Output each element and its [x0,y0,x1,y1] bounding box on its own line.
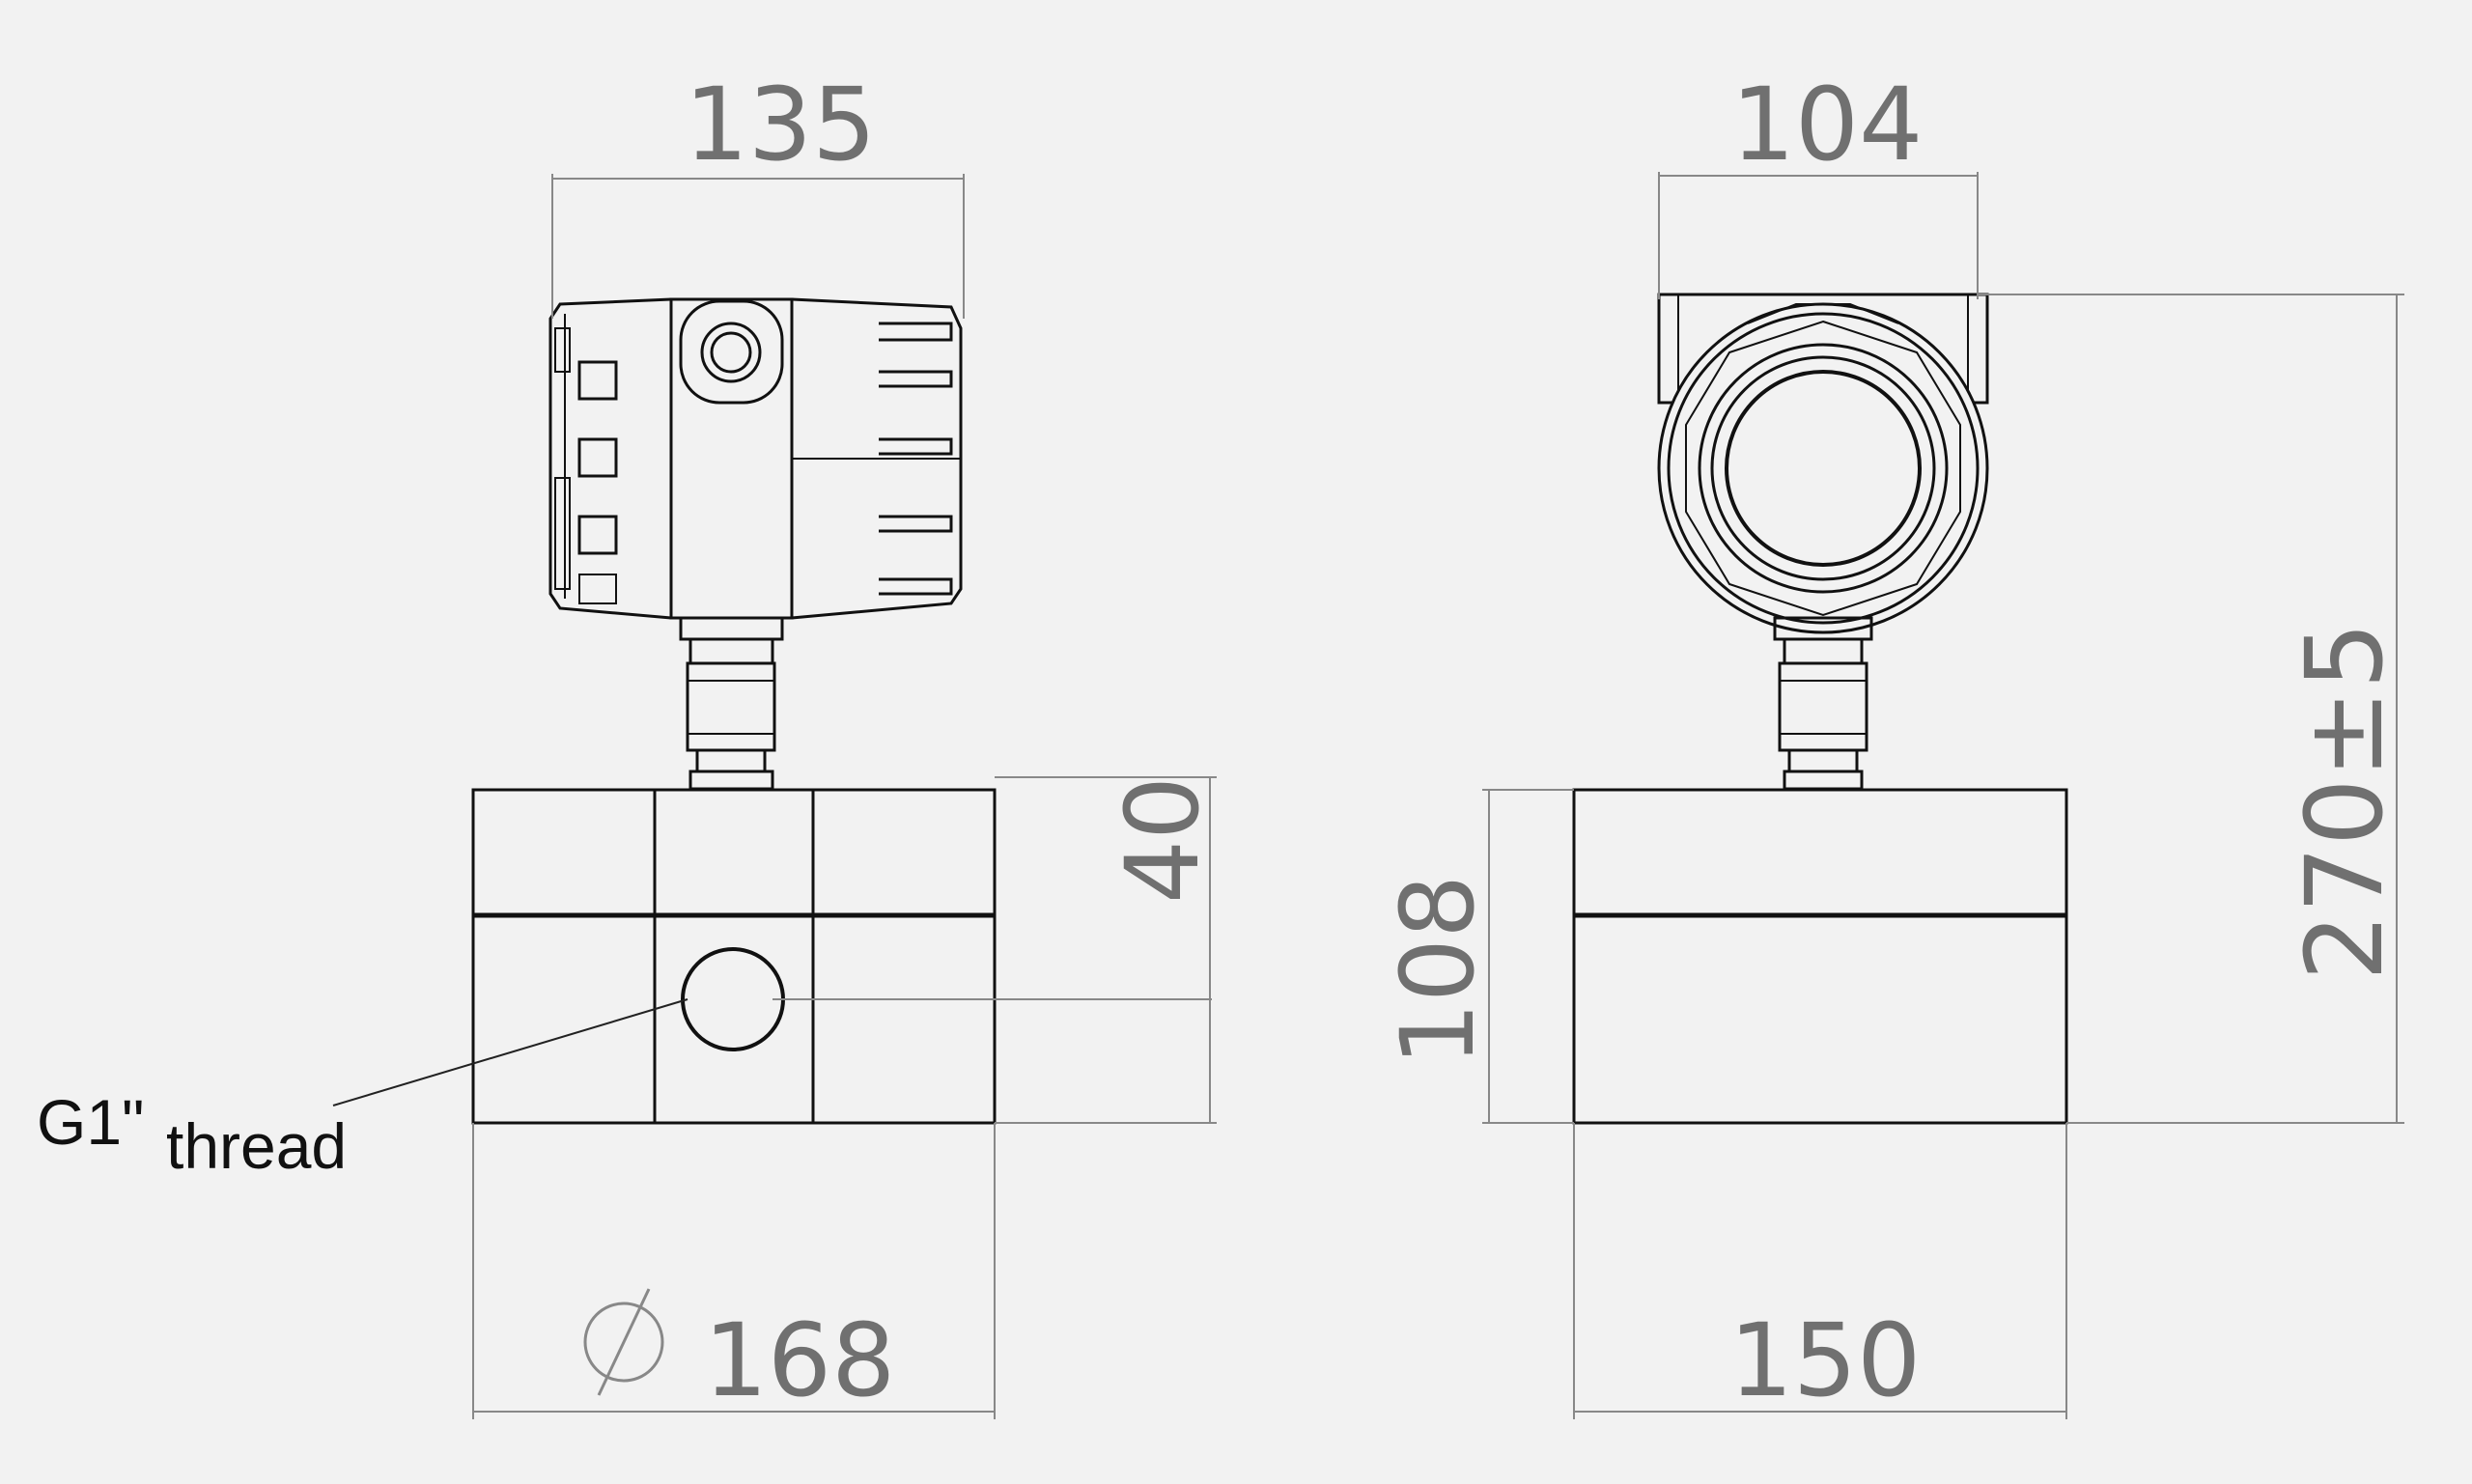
dim-body-height: 108 [1379,875,1497,1067]
dim-pipe-diameter: 168 [704,1302,896,1419]
dim-front-width: 104 [1731,66,1924,183]
side-neck [679,616,784,791]
front-dimensions [1482,172,2404,1419]
side-body [471,788,997,1125]
dim-thread-height: 40 [1104,776,1222,904]
dim-total-height: 270±5 [2283,622,2406,981]
thread-port [681,947,785,1051]
side-dimensions [332,174,1217,1419]
front-view [1572,293,2068,1125]
front-body [1572,788,2068,1125]
diameter-symbol-icon [583,1288,664,1396]
side-housing [548,297,963,620]
thread-label-main: G1" [37,1086,144,1158]
dim-body-width: 150 [1729,1302,1922,1419]
side-view [471,297,997,1125]
front-neck [1773,616,1873,791]
thread-label-sub: thread [166,1110,347,1182]
dim-side-width: 135 [685,66,877,183]
front-housing [1657,293,1989,634]
